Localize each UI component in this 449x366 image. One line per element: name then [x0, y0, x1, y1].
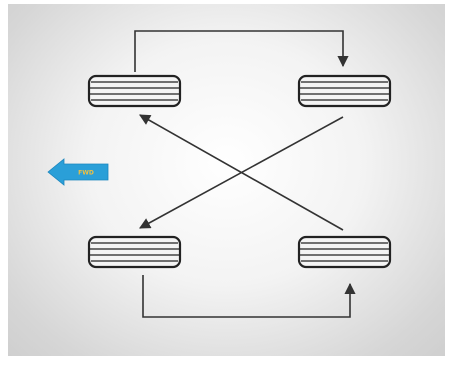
move-front-left-to-front-right-arrow: [134, 30, 349, 72]
tire-front-left: [87, 74, 182, 108]
move-rear-right-to-front-left-arrow: [139, 114, 344, 231]
forward-direction-indicator: FWD: [47, 158, 109, 186]
tire-front-right: [297, 74, 392, 108]
tire-rear-left: [87, 235, 182, 269]
tire-rear-right: [297, 235, 392, 269]
forward-arrow-icon: [47, 158, 109, 186]
forward-label: FWD: [78, 170, 94, 177]
move-rear-left-to-rear-right-arrow: [142, 275, 356, 318]
